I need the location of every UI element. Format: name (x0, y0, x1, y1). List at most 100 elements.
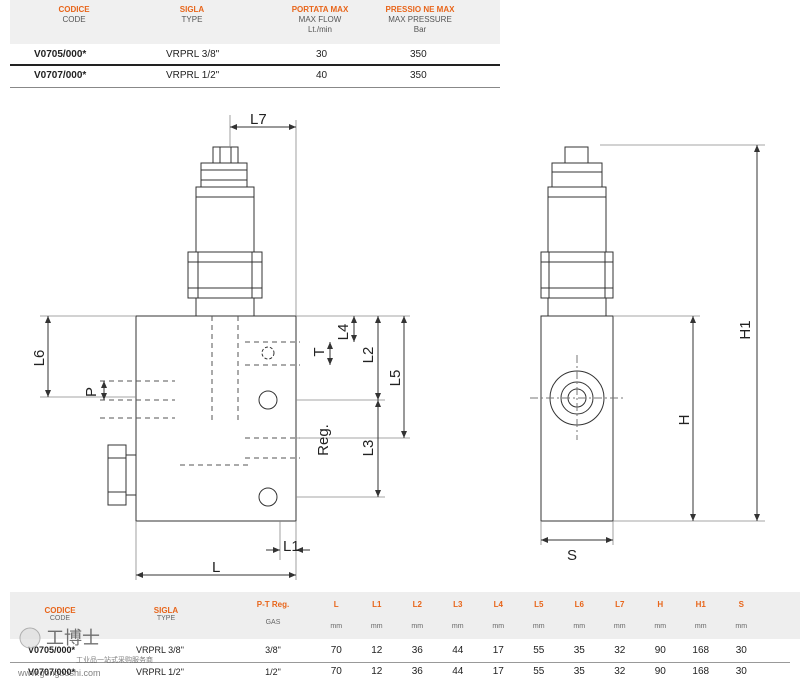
dim-cell: 17 (492, 666, 504, 677)
header-type: SIGLA TYPE (162, 5, 222, 25)
dim-header-label: L6 (574, 600, 584, 609)
dim-cell: 90 (654, 666, 666, 677)
bt-header-type: SIGLA TYPE (136, 606, 196, 622)
dim-header-label: H1 (695, 600, 706, 609)
dim-header-unit: mm (573, 623, 586, 630)
header-flow-en: MAX FLOW (298, 15, 342, 24)
table-row: V0707/000* VRPRL 1/2" 40 350 (10, 65, 500, 88)
valve-drawing: L7 L6 P T L4 L2 L5 Reg. L3 L1 L H H1 S (31, 111, 765, 580)
dim-header-label: L (333, 600, 339, 609)
label-L3: L3 (360, 440, 377, 457)
watermark-sub: 工业品一站式采购服务商 (76, 655, 153, 664)
dim-header-label: L7 (615, 600, 625, 609)
dim-cell: 17 (492, 645, 504, 656)
label-P: P (83, 387, 100, 397)
label-L: L (212, 559, 220, 576)
watermark-logo: 工博士 工业品一站式采购服务商 www.gongboshi.com (17, 627, 153, 678)
label-L5: L5 (387, 370, 404, 387)
dim-header-3: L3 mm (438, 600, 479, 630)
bt-header-pt: P-T Reg. GAS (236, 600, 310, 626)
header-pressure-unit: Bar (413, 25, 427, 34)
row-code: V0705/000* (28, 645, 76, 655)
bt-header-type-en: TYPE (156, 615, 176, 622)
dim-header-unit: mm (451, 623, 464, 630)
header-flow: PORTATA MAX MAX FLOW Lt./min (280, 5, 360, 35)
front-body (107, 315, 297, 522)
hidden-lines (100, 316, 300, 466)
dim-cell: 12 (371, 645, 383, 656)
front-cartridge (187, 146, 263, 317)
row-divider (10, 87, 500, 88)
dim-cell: 36 (411, 645, 423, 656)
dim-cell: 44 (452, 666, 464, 677)
dim-cell: 32 (614, 645, 626, 656)
header-flow-unit: Lt./min (307, 25, 332, 34)
row-flow: 40 (316, 70, 328, 81)
row-type: VRPRL 1/2" (166, 70, 220, 81)
watermark-url: www.gongboshi.com (17, 668, 101, 678)
dim-header-unit: mm (694, 623, 707, 630)
bt-header-pt-en: GAS (265, 619, 281, 626)
dim-cell: 30 (735, 645, 747, 656)
row-gas: 3/8" (265, 645, 281, 655)
dim-header-label: H (657, 600, 664, 609)
watermark-brand: 工博士 (46, 628, 100, 649)
row-code: V0705/000* (34, 49, 87, 60)
dim-cell: 70 (330, 666, 342, 677)
dim-header-unit: mm (370, 623, 383, 630)
row-code: V0707/000* (28, 667, 76, 677)
dim-cell: 55 (533, 645, 545, 656)
dim-header-label: L3 (453, 600, 463, 609)
header-code-it: CODICE (58, 5, 90, 14)
dimension-lines (45, 124, 407, 578)
spec-table-top: CODICE CODE SIGLA TYPE PORTATA MAX MAX F… (10, 0, 500, 88)
dim-cell: 90 (654, 645, 666, 656)
row-gas: 1/2" (265, 667, 281, 677)
dim-header-2: L2 mm (397, 600, 438, 630)
label-H: H (676, 415, 693, 426)
header-code-en: CODE (62, 15, 86, 24)
table-row: V0705/000* VRPRL 3/8" 30 350 (10, 44, 500, 66)
row-type: VRPRL 3/8" (166, 49, 220, 60)
row-type: VRPRL 1/2" (136, 667, 184, 677)
dim-header-6: L6 mm (559, 600, 600, 630)
label-L4: L4 (335, 324, 352, 341)
header-type-it: SIGLA (179, 5, 205, 14)
bt-header-code-it: CODICE (44, 606, 76, 615)
dim-header-label: L2 (412, 600, 422, 609)
bt-header-type-it: SIGLA (153, 606, 179, 615)
dim-header-4: L4 mm (478, 600, 519, 630)
dim-header-unit: mm (411, 623, 424, 630)
dim-header-unit: mm (492, 623, 505, 630)
dim-cell: 35 (573, 666, 585, 677)
row-pressure: 350 (410, 49, 427, 60)
row-pressure: 350 (410, 70, 427, 81)
header-pressure-it: PRESSIO NE MAX (385, 5, 455, 14)
dim-cell: 32 (614, 666, 626, 677)
dim-header-9: H1 mm (681, 600, 722, 630)
dim-header-label: L4 (493, 600, 503, 609)
row-type: VRPRL 3/8" (136, 645, 184, 655)
dim-cell: 36 (411, 666, 423, 677)
header-pressure: PRESSIO NE MAX MAX PRESSURE Bar (378, 5, 462, 35)
dim-header-label: L5 (534, 600, 544, 609)
dim-cell: 168 (692, 645, 710, 656)
label-H1: H1 (737, 320, 754, 339)
spec-table-header: CODICE CODE SIGLA TYPE PORTATA MAX MAX F… (10, 0, 500, 44)
label-L1: L1 (283, 538, 300, 555)
dim-cell: 30 (735, 666, 747, 677)
row-code: V0707/000* (34, 70, 87, 81)
dim-cell: 55 (533, 666, 545, 677)
dim-header-unit: mm (735, 623, 748, 630)
bt-header-pt-it: P-T Reg. (256, 600, 290, 609)
dim-header-unit: mm (654, 623, 667, 630)
table-row: V0705/000* VRPRL 3/8" 3/8" (10, 641, 790, 661)
label-T: T (311, 347, 328, 356)
